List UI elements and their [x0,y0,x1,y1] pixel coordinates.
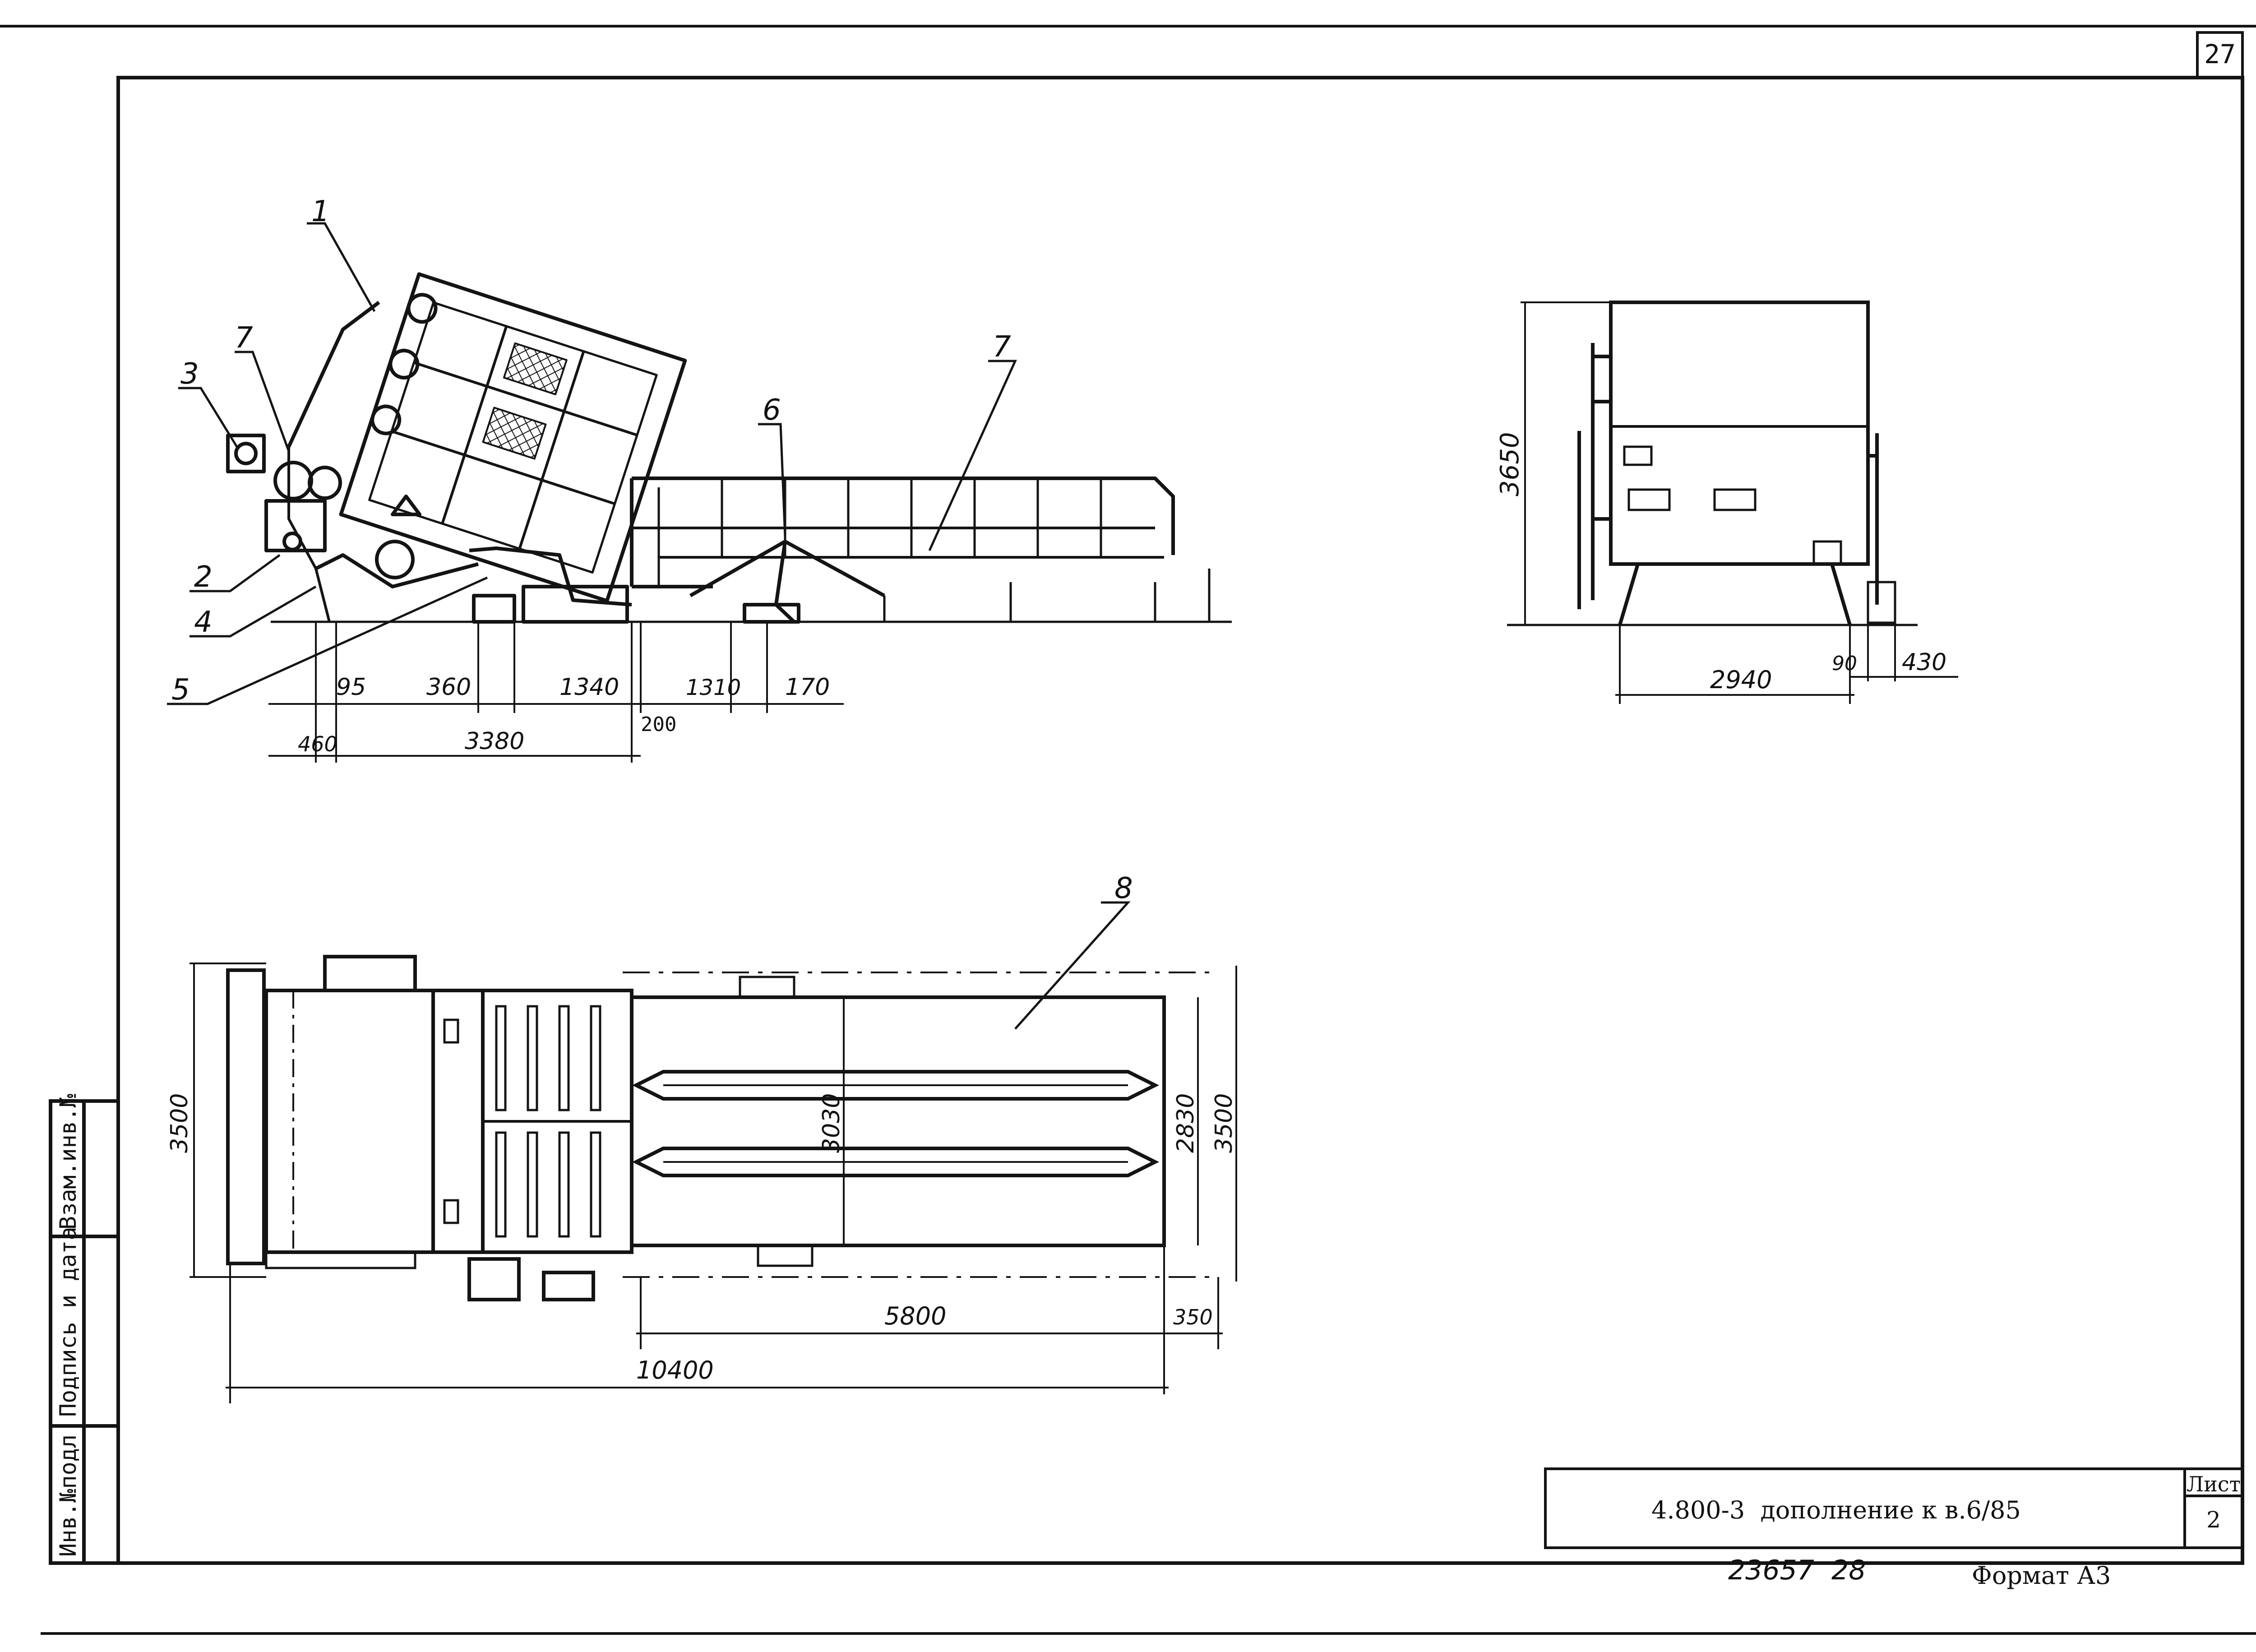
list-label: Лист [2187,1472,2241,1496]
dim-1310: 1310 [686,675,741,700]
plan-callout-8: 8 [1114,872,1133,905]
inventory-number: 23657 28 [1728,1555,1866,1586]
side-callout-7a: 7 [235,321,253,355]
dim-3380: 3380 [465,728,524,755]
end-view-dimensions [1521,301,1958,704]
stamp-field-inventory: Инв.№подл [55,1435,81,1557]
title-block [1544,1467,2244,1549]
dim-430: 430 [1902,649,1946,676]
side-callout-5: 5 [171,673,190,707]
dim-1340: 1340 [559,674,619,701]
side-view [226,272,1232,624]
stamp-field-replacement: Взам.инв.№ [55,1094,81,1230]
list-number: 2 [2206,1507,2221,1533]
side-stamp [49,1099,120,1565]
dim-200: 200 [641,713,676,736]
dim-2830: 2830 [1172,1093,1199,1153]
dim-3500-left: 3500 [166,1093,193,1153]
dim-3030: 3030 [818,1093,845,1153]
dim-95: 95 [336,674,366,701]
dim-170: 170 [785,674,830,701]
side-callout-6: 6 [763,393,781,427]
dim-460: 460 [298,732,337,756]
plan-view-dimensions [190,963,1237,1403]
page-number: 27 [2204,39,2236,69]
side-callout-7b: 7 [993,330,1011,364]
document-code: 4.800-3 дополнение к в.6/85 [1651,1496,2021,1524]
dim-3500-right: 3500 [1211,1093,1238,1153]
dim-360: 360 [426,674,471,701]
side-view-dimensions [268,622,844,763]
side-view-leaders [167,222,1017,705]
plan-view [226,955,1218,1301]
dim-3650: 3650 [1495,432,1525,496]
side-callout-4: 4 [194,606,213,639]
sheet-border [0,25,2256,1635]
dim-350: 350 [1173,1305,1213,1329]
dim-90: 90 [1832,652,1857,675]
side-callout-3: 3 [180,357,199,391]
dim-5800: 5800 [884,1302,946,1330]
dim-10400: 10400 [636,1356,714,1384]
format-label: Формат А3 [1972,1561,2111,1590]
side-callout-2: 2 [194,560,213,594]
stamp-field-signature: Подпись и дата [55,1227,81,1417]
dim-2940: 2940 [1710,666,1772,694]
side-callout-1: 1 [311,195,330,228]
plan-view-leaders [1014,901,1131,1030]
end-view [1507,301,1918,626]
